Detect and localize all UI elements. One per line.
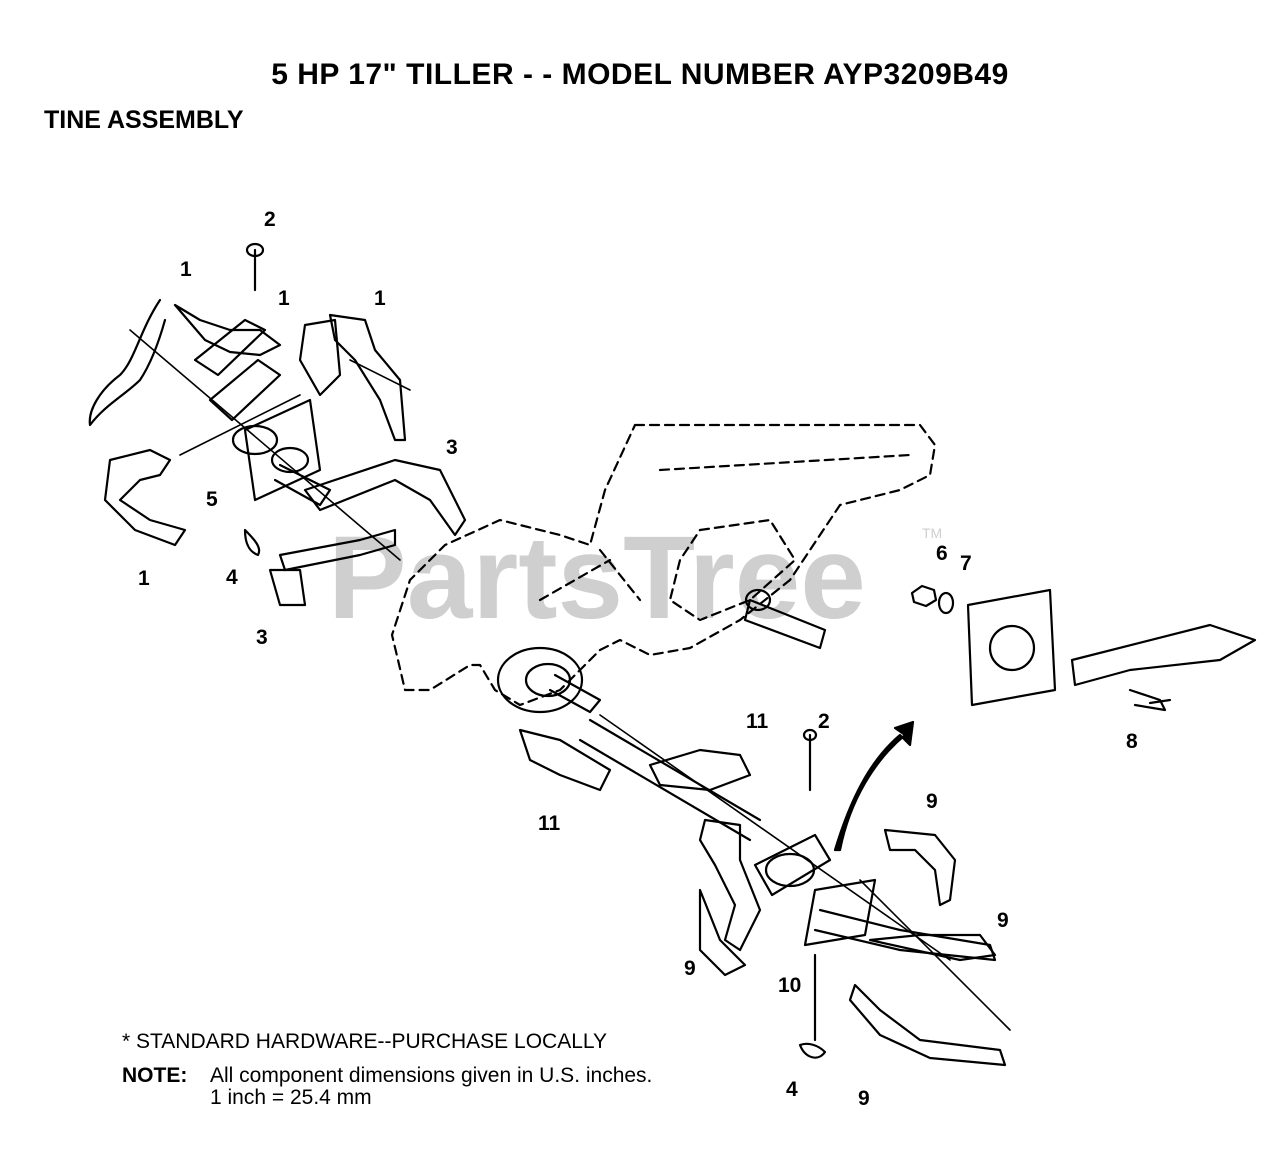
callout-label: 7 bbox=[960, 552, 972, 575]
callout-label: 4 bbox=[786, 1078, 798, 1101]
note-line-1: All component dimensions given in U.S. i… bbox=[210, 1064, 653, 1087]
callout-label: 10 bbox=[778, 974, 801, 997]
callout-label: 6 bbox=[936, 542, 948, 565]
callout-label: 1 bbox=[374, 287, 386, 310]
callout-label: 3 bbox=[446, 436, 458, 459]
callout-label: 9 bbox=[684, 957, 696, 980]
callout-label: 9 bbox=[997, 909, 1009, 932]
right-side-plate bbox=[910, 584, 1257, 712]
transmission-housing bbox=[390, 423, 937, 707]
callout-label: 5 bbox=[206, 488, 218, 511]
page-title: 5 HP 17" TILLER - - MODEL NUMBER AYP3209… bbox=[271, 58, 1009, 91]
callouts: 1 1 1 1 2 3 3 4 5 6 7 8 11 11 2 9 9 9 10… bbox=[138, 208, 1138, 1110]
watermark-tm: TM bbox=[922, 525, 942, 541]
lower-shaft-lines bbox=[599, 714, 1011, 1031]
section-heading: TINE ASSEMBLY bbox=[44, 106, 244, 134]
callout-label: 2 bbox=[818, 710, 830, 733]
note-label: NOTE: bbox=[122, 1064, 188, 1087]
callout-label: 11 bbox=[746, 710, 769, 733]
callout-label: 3 bbox=[256, 626, 268, 649]
upper-left-tine-assembly bbox=[88, 242, 467, 607]
watermark-text: PartsTree bbox=[328, 512, 866, 644]
callout-label: 1 bbox=[138, 567, 150, 590]
callout-label: 11 bbox=[538, 812, 561, 835]
callout-label: 4 bbox=[226, 566, 238, 589]
callout-label: 1 bbox=[180, 258, 192, 281]
lower-tine-assembly bbox=[518, 718, 1007, 1067]
callout-label: 1 bbox=[278, 287, 290, 310]
upper-shaft-lines bbox=[129, 329, 411, 561]
callout-label: 2 bbox=[264, 208, 276, 231]
callout-label: 9 bbox=[926, 790, 938, 813]
note-line-2: 1 inch = 25.4 mm bbox=[210, 1086, 372, 1109]
housing-hub bbox=[496, 588, 827, 714]
callout-label: 9 bbox=[858, 1087, 870, 1110]
standard-hardware-note: * STANDARD HARDWARE--PURCHASE LOCALLY bbox=[122, 1030, 608, 1053]
callout-label: 8 bbox=[1126, 730, 1138, 753]
